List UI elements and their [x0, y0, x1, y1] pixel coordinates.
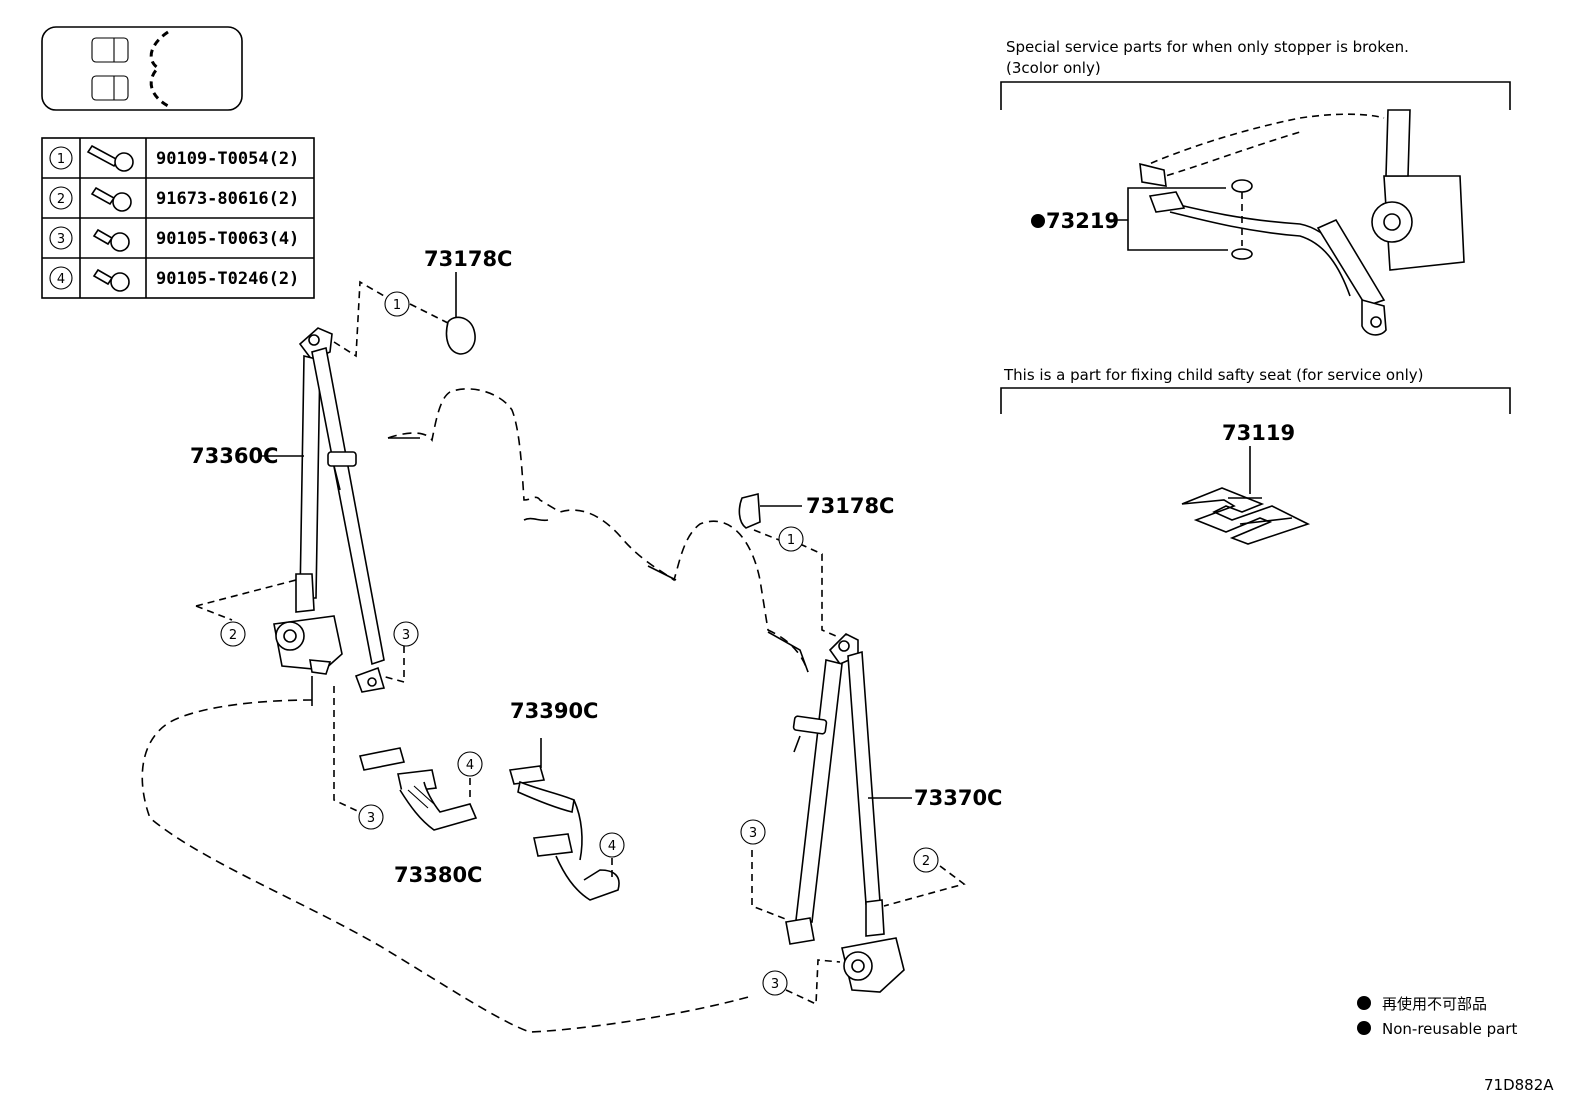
legend: 再使用不可部品 Non-reusable part	[1357, 995, 1517, 1038]
label-73219: 73219	[1046, 209, 1119, 233]
legend-marker-icon	[1357, 1021, 1371, 1035]
flange-bolt-icon	[86, 144, 134, 172]
label-73370c: 73370C	[914, 786, 1002, 810]
table-row: 1 90109-T0054(2)	[49, 144, 299, 172]
callout-2-right: 2	[913, 847, 939, 873]
svg-text:3: 3	[771, 977, 779, 992]
stopper-button-icon	[1231, 179, 1253, 260]
table-row: 3 90105-T0063(4)	[49, 226, 299, 252]
label-73390c: 73390C	[510, 699, 598, 723]
label-73119: 73119	[1222, 421, 1295, 445]
callout-2-left: 2	[220, 621, 246, 647]
right-seat-belt-assembly: 73370C	[785, 633, 1002, 993]
table-part-number: 90105-T0246(2)	[156, 269, 299, 289]
bolt-icon	[92, 228, 130, 252]
callout-3-left: 3	[393, 621, 419, 647]
callout-1-left: 1	[384, 291, 410, 317]
left-seat-belt-assembly: 73360C	[190, 327, 386, 693]
table-index: 2	[57, 192, 65, 207]
callout-3-bottom: 3	[762, 970, 788, 996]
callout-3-right: 3	[740, 819, 766, 845]
callout-4-a: 4	[457, 751, 483, 777]
svg-text:3: 3	[402, 628, 410, 643]
svg-text:1: 1	[393, 298, 401, 313]
stopper-retractor-icon	[1371, 109, 1465, 271]
label-73360c: 73360C	[190, 444, 278, 468]
figure-id: 71D882A	[1484, 1076, 1554, 1094]
child-seat-anchor-plate-icon	[1181, 487, 1311, 545]
table-part-number: 90109-T0054(2)	[156, 149, 299, 169]
fastener-table: 1 90109-T0054(2) 2 91673-80616(2) 3 9010	[41, 137, 315, 299]
special-service-note-sub: (3color only)	[1006, 59, 1101, 77]
svg-text:3: 3	[749, 826, 757, 841]
right-retractor-icon	[841, 937, 905, 993]
svg-text:2: 2	[229, 628, 237, 643]
svg-text:4: 4	[608, 839, 616, 854]
label-73178c-right: 73178C	[806, 494, 894, 518]
table-part-number: 90105-T0063(4)	[156, 229, 299, 249]
bolt-icon	[90, 186, 132, 212]
callout-4-b: 4	[599, 832, 625, 858]
vehicle-locator-icon	[41, 26, 243, 111]
buckle-73390c: 73390C	[508, 699, 620, 901]
left-retractor-icon	[273, 615, 343, 675]
table-index: 1	[57, 152, 65, 167]
table-part-number: 91673-80616(2)	[156, 189, 299, 209]
legend-marker-icon	[1357, 996, 1371, 1010]
table-row: 4 90105-T0246(2)	[49, 266, 299, 292]
right-pillar-cover: 73178C	[738, 492, 894, 529]
svg-text:2: 2	[922, 854, 930, 869]
child-seat-section: This is a part for fixing child safty se…	[1000, 366, 1511, 545]
callout-3-lower-left: 3	[358, 804, 384, 830]
label-73380c: 73380C	[394, 863, 482, 887]
child-seat-note: This is a part for fixing child safty se…	[1003, 366, 1423, 384]
left-pillar-cover: 73178C	[424, 247, 512, 355]
non-reusable-marker-icon	[1031, 214, 1045, 228]
svg-text:1: 1	[787, 533, 795, 548]
seat-outline	[141, 388, 809, 1033]
bolt-icon	[92, 268, 130, 292]
svg-text:4: 4	[466, 758, 474, 773]
label-73178c-left: 73178C	[424, 247, 512, 271]
special-service-note: Special service parts for when only stop…	[1006, 38, 1409, 56]
callout-1-right: 1	[778, 526, 804, 552]
special-service-section: Special service parts for when only stop…	[1000, 38, 1511, 336]
table-index: 4	[57, 272, 65, 287]
legend-jp: 再使用不可部品	[1382, 995, 1487, 1013]
legend-en: Non-reusable part	[1382, 1020, 1517, 1038]
table-index: 3	[57, 232, 65, 247]
table-row: 2 91673-80616(2)	[49, 186, 299, 212]
svg-text:3: 3	[367, 811, 375, 826]
buckle-73380c: 73380C	[358, 747, 482, 887]
